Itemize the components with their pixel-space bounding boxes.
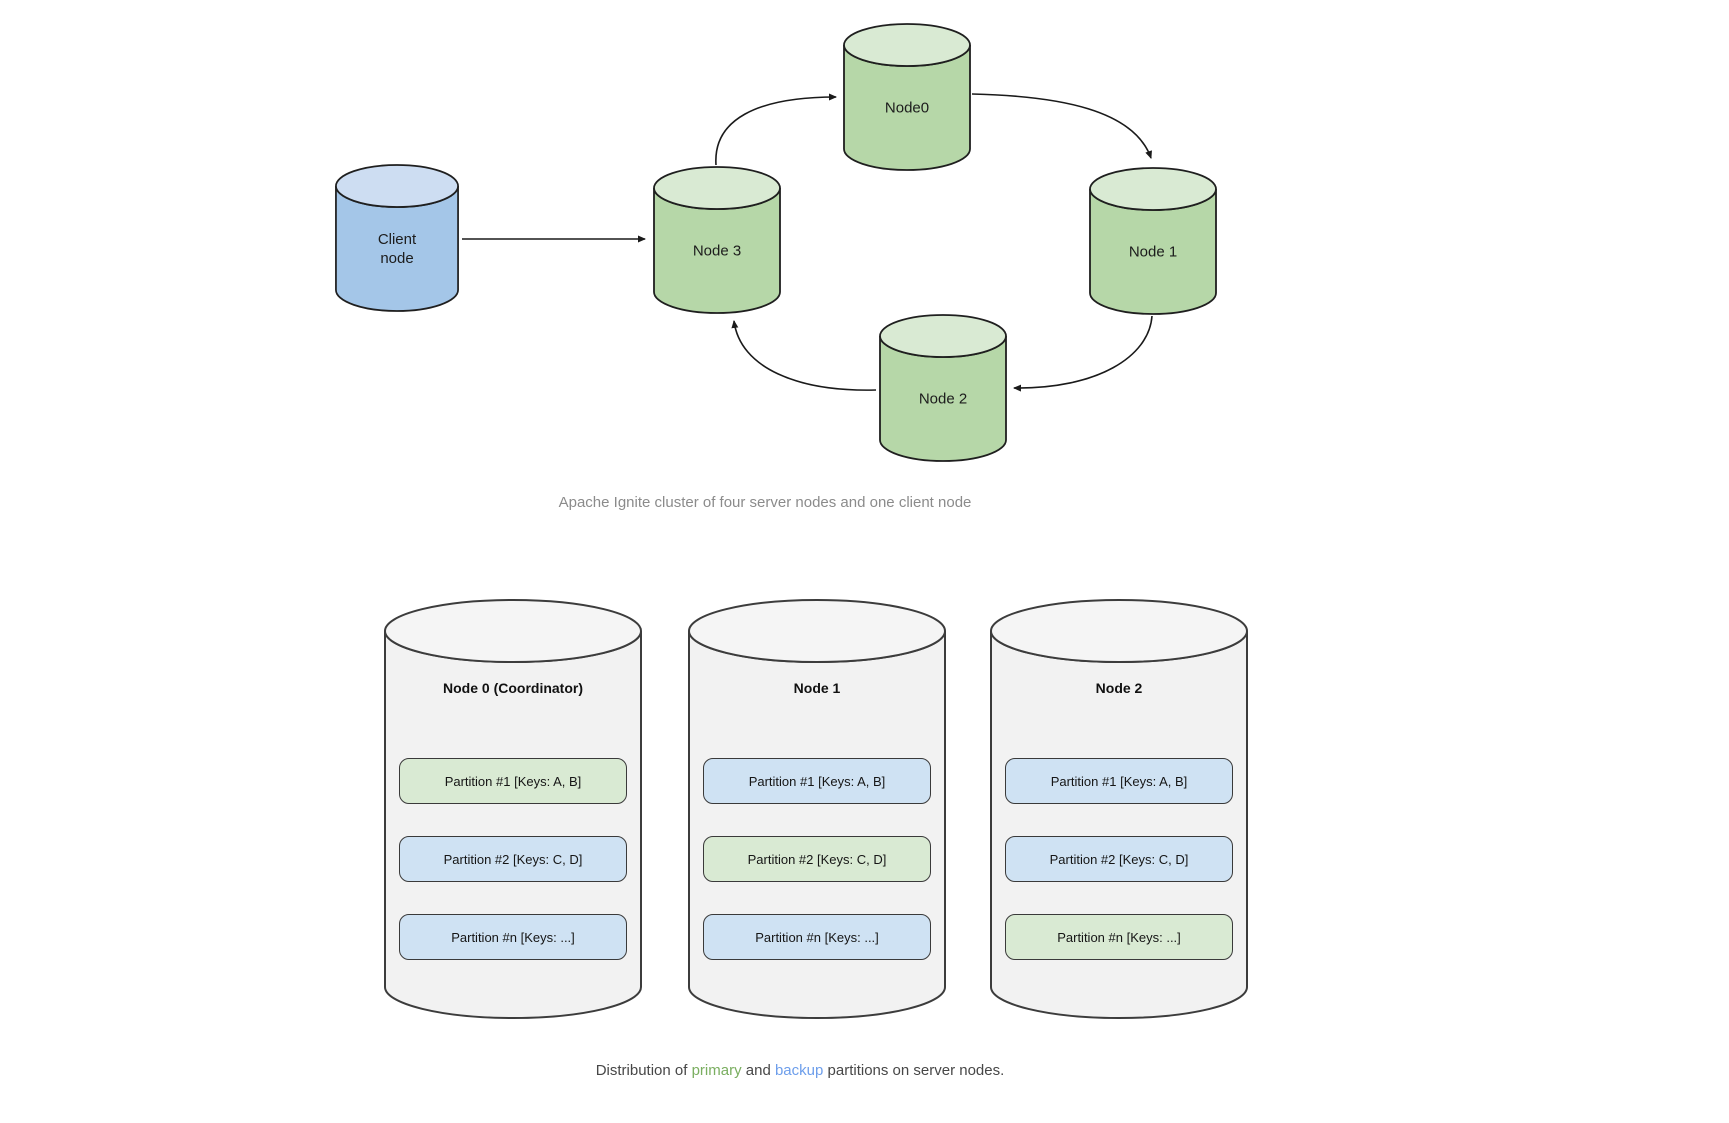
arrow-node1-to-node2	[1013, 315, 1153, 392]
cylinder-shape	[879, 314, 1007, 462]
partition-box: Partition #2 [Keys: C, D]	[703, 836, 931, 882]
storage-node0-cylinder: Node 0 (Coordinator) Partition #1 [Keys:…	[383, 598, 643, 1020]
client-node-label-line2: node	[380, 249, 414, 267]
cluster-node3-cylinder: Node 3	[652, 165, 782, 315]
partition-diagram-caption: Distribution of primary and backup parti…	[340, 1062, 1260, 1079]
cluster-node0-label: Node0	[884, 99, 930, 116]
caption-text-part1: Distribution of	[595, 1062, 692, 1079]
partition-box: Partition #n [Keys: ...]	[703, 914, 931, 960]
cylinder-shape	[335, 164, 459, 312]
partition-box: Partition #1 [Keys: A, B]	[703, 758, 931, 804]
cluster-node1-cylinder: Node 1	[1088, 166, 1218, 316]
caption-word-backup: backup	[774, 1062, 824, 1079]
partition-box: Partition #n [Keys: ...]	[1005, 914, 1233, 960]
caption-text-part3: partitions on server nodes.	[823, 1062, 1005, 1079]
partition-box: Partition #2 [Keys: C, D]	[399, 836, 627, 882]
arrow-node3-to-node0	[715, 93, 837, 166]
partition-box: Partition #1 [Keys: A, B]	[399, 758, 627, 804]
cluster-diagram-caption: Apache Ignite cluster of four server nod…	[558, 494, 972, 511]
storage-node1-title: Node 1	[793, 680, 841, 696]
cluster-node1-label: Node 1	[1128, 243, 1178, 260]
cluster-node2-cylinder: Node 2	[878, 313, 1008, 463]
storage-node1-cylinder: Node 1 Partition #1 [Keys: A, B] Partiti…	[687, 598, 947, 1020]
cylinder-shape	[1089, 167, 1217, 315]
partition-box: Partition #2 [Keys: C, D]	[1005, 836, 1233, 882]
cylinder-shape	[843, 23, 971, 171]
cluster-node3-label: Node 3	[692, 242, 742, 259]
arrow-node0-to-node1	[971, 93, 1152, 159]
storage-node0-title: Node 0 (Coordinator)	[443, 680, 583, 696]
caption-text-part2: and	[741, 1062, 775, 1079]
partition-box: Partition #1 [Keys: A, B]	[1005, 758, 1233, 804]
client-node-label-line1: Client	[377, 230, 417, 248]
storage-node2-title: Node 2	[1095, 680, 1143, 696]
cluster-node2-label: Node 2	[918, 390, 968, 407]
arrow-node2-to-node3	[731, 320, 877, 391]
caption-word-primary: primary	[691, 1062, 742, 1079]
partition-box: Partition #n [Keys: ...]	[399, 914, 627, 960]
cylinder-shape	[653, 166, 781, 314]
storage-node2-cylinder: Node 2 Partition #1 [Keys: A, B] Partiti…	[989, 598, 1249, 1020]
cluster-node0-cylinder: Node0	[842, 22, 972, 172]
